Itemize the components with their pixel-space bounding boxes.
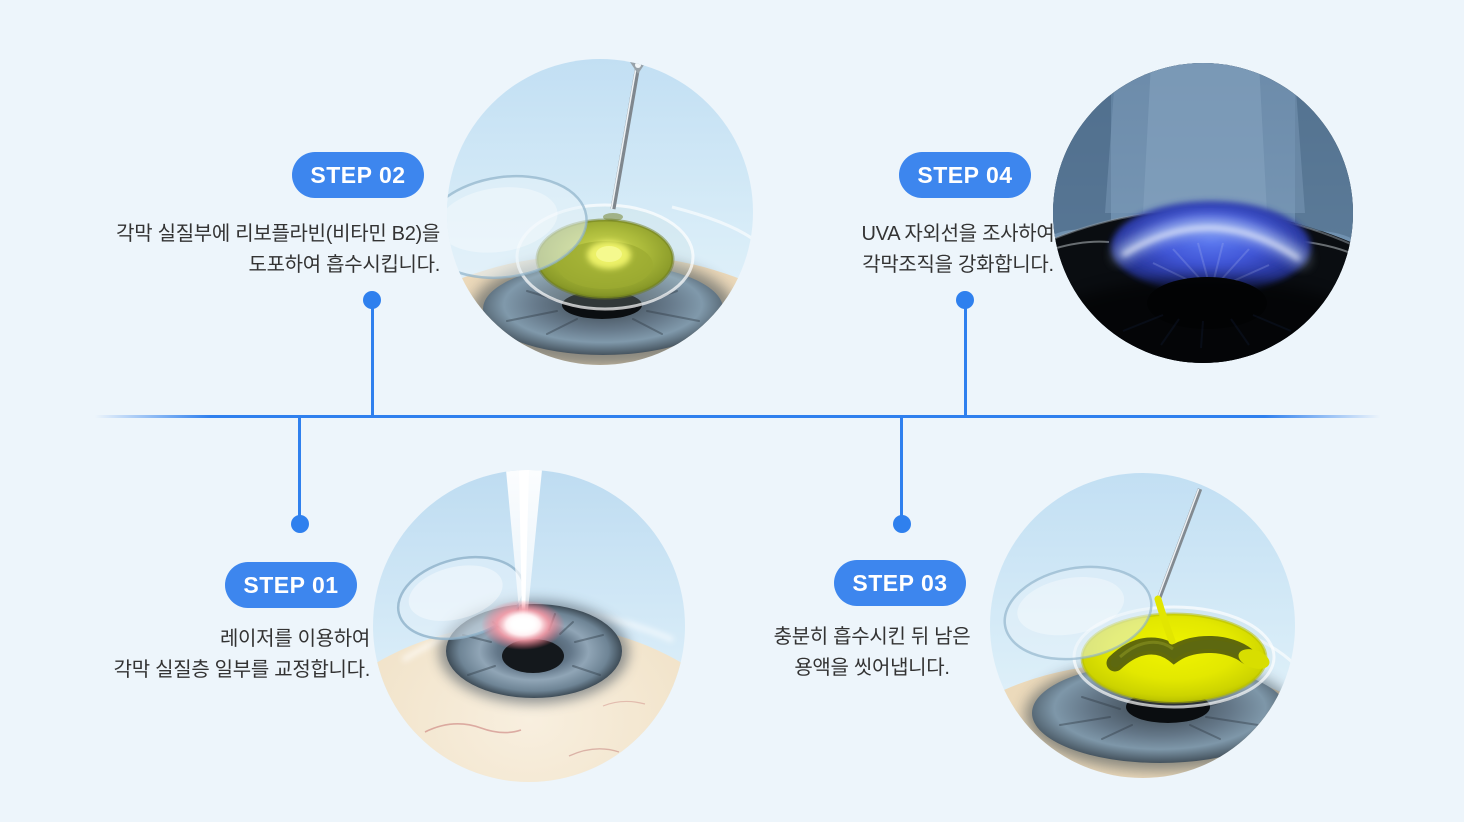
- step-01-badge: STEP 01: [225, 562, 357, 608]
- step-02-connector-line: [371, 300, 374, 416]
- step-03-description-line1: 충분히 흡수시킨 뒤 남은: [773, 626, 971, 648]
- step-02-illustration: [447, 59, 753, 365]
- step-04-badge: STEP 04: [899, 152, 1031, 198]
- step-01-description: 레이저를 이용하여 각막 실질층 일부를 교정합니다.: [60, 624, 371, 686]
- step-04-description-line1: UVA 자외선을 조사하여: [861, 223, 1055, 245]
- step-01-description-line1: 레이저를 이용하여: [219, 628, 370, 650]
- step-02-description: 각막 실질부에 리보플라빈(비타민 B2)을 도포하여 흡수시킵니다.: [80, 219, 440, 281]
- step-03-illustration: [990, 473, 1295, 778]
- step-03-badge: STEP 03: [834, 560, 966, 606]
- riboflavin-drop-eye-image: [447, 59, 753, 365]
- rinse-solution-eye-image: [990, 473, 1295, 778]
- step-01-description-line2: 각막 실질층 일부를 교정합니다.: [113, 659, 371, 681]
- step-01-connector-line: [298, 417, 301, 516]
- step-04-description-line2: 각막조직을 강화합니다.: [862, 254, 1054, 276]
- step-01-illustration: [373, 470, 685, 782]
- step-02-description-line2: 도포하여 흡수시킵니다.: [248, 254, 440, 276]
- step-03-connector-line: [900, 417, 903, 516]
- step-03-timeline-dot: [893, 515, 911, 533]
- timeline-line: [95, 415, 1380, 418]
- step-04-description: UVA 자외선을 조사하여 각막조직을 강화합니다.: [808, 219, 1108, 281]
- uva-light-eye-image: [1053, 63, 1353, 363]
- step-03-description-line2: 용액을 씻어냅니다.: [794, 657, 950, 679]
- step-04-illustration: [1053, 63, 1353, 363]
- laser-beam-eye-image: [373, 470, 685, 782]
- step-02-description-line1: 각막 실질부에 리보플라빈(비타민 B2)을: [116, 223, 440, 245]
- step-01-timeline-dot: [291, 515, 309, 533]
- step-03-description: 충분히 흡수시킨 뒤 남은 용액을 씻어냅니다.: [722, 622, 1022, 684]
- step-04-connector-line: [964, 300, 967, 416]
- step-04-timeline-dot: [956, 291, 974, 309]
- step-02-badge: STEP 02: [292, 152, 424, 198]
- step-02-timeline-dot: [363, 291, 381, 309]
